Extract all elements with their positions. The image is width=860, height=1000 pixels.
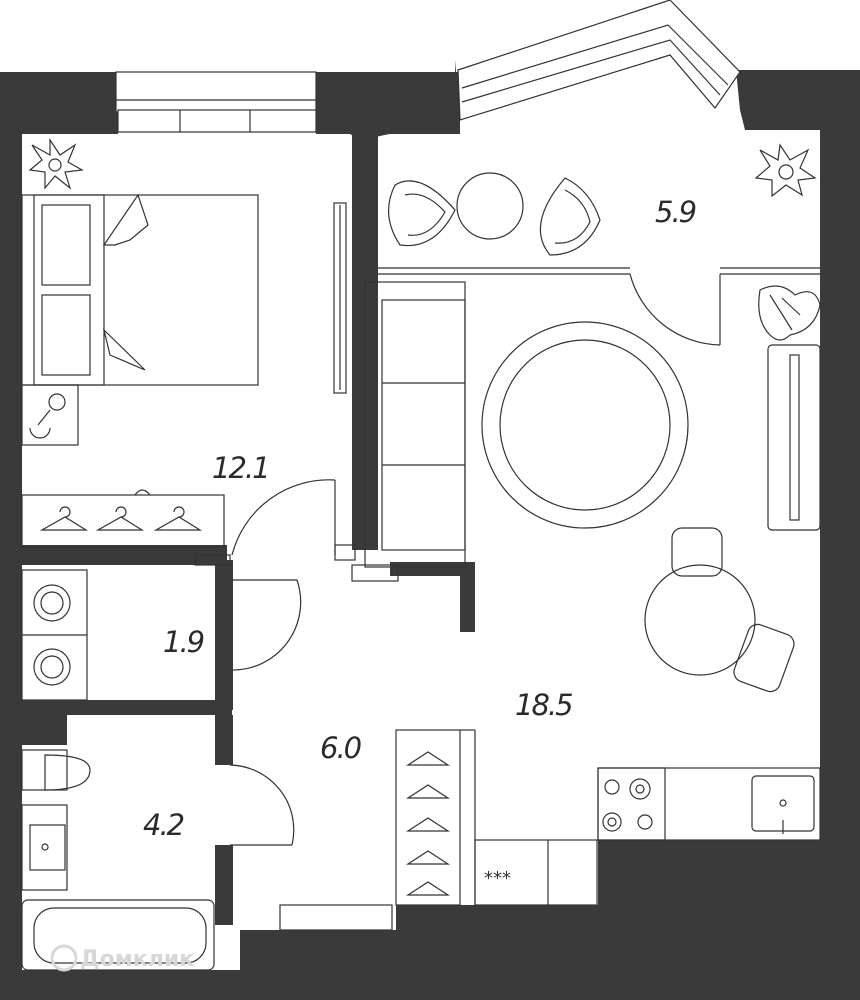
hall-wardrobe bbox=[395, 729, 476, 906]
balcony-area-label: 5.9 bbox=[655, 195, 696, 229]
living-kitchen-area-label: 18.5 bbox=[515, 688, 572, 722]
bedroom-area-label: 12.1 bbox=[212, 451, 269, 485]
laundry-area-label: 1.9 bbox=[163, 625, 204, 659]
kitchen-counter-label: *** bbox=[484, 868, 511, 889]
watermark-logo-icon bbox=[50, 944, 78, 972]
windows bbox=[115, 0, 741, 931]
laundry bbox=[21, 569, 302, 701]
sofa bbox=[351, 281, 466, 582]
bedroom-door bbox=[194, 479, 356, 566]
watermark-text: Домклик bbox=[80, 947, 194, 972]
tv-unit bbox=[767, 344, 821, 531]
round-rug bbox=[481, 321, 689, 529]
balcony-furniture bbox=[387, 172, 601, 256]
plant-icon bbox=[28, 138, 821, 496]
hall-area-label: 6.0 bbox=[320, 731, 361, 765]
balcony-partition bbox=[378, 267, 820, 346]
bathroom bbox=[21, 749, 295, 971]
bathroom-area-label: 4.2 bbox=[143, 808, 184, 842]
dining-set bbox=[644, 527, 795, 693]
kitchen: *** bbox=[474, 767, 821, 906]
bedroom bbox=[21, 193, 347, 548]
watermark: Домклик bbox=[50, 944, 194, 972]
